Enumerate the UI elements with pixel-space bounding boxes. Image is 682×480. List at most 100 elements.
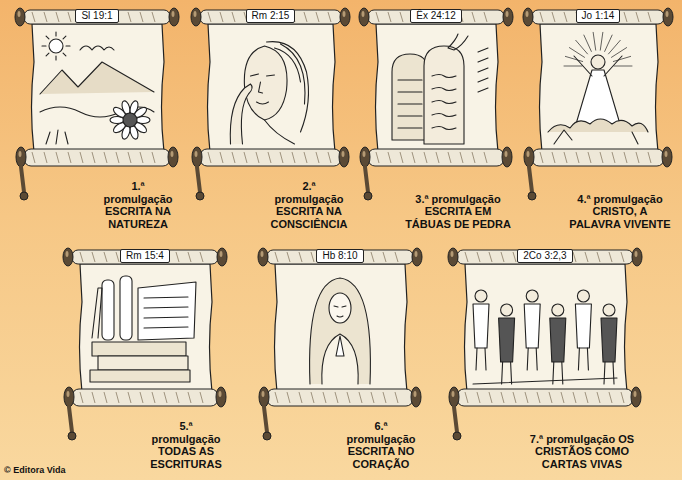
knob-shine [220, 251, 223, 257]
scroll-node: Jo 1:144.ª promulgação CRISTO, A PALAVRA… [520, 2, 676, 232]
sketch-circle [49, 39, 63, 53]
roller-hatch [299, 252, 302, 262]
roller-hatch [44, 152, 47, 163]
top-roller [532, 10, 664, 24]
scroll-node: Hb 8:106.ª promulgação ESCRITA NO CORAÇÃ… [255, 242, 425, 472]
sketch-line [230, 84, 252, 144]
roller-hatch [585, 392, 588, 403]
roller-hatch [624, 12, 627, 22]
sketch-line [584, 35, 591, 51]
sketch-line [42, 45, 46, 46]
roller-hatch [92, 252, 95, 262]
sketch-circle [475, 290, 487, 302]
sketch-circle [552, 304, 564, 316]
knob-shine [194, 11, 197, 17]
sketch-line [398, 79, 422, 80]
roller-knob [662, 147, 672, 167]
sketch-line [476, 348, 486, 370]
roller-knob [216, 387, 226, 407]
roller-hatch [208, 12, 211, 22]
roller-hatch [220, 152, 223, 163]
knob-shine [67, 391, 70, 397]
roller-hatch [448, 152, 451, 163]
bottom-roller [24, 149, 170, 166]
top-roller [267, 250, 413, 264]
bottom-roller [457, 389, 633, 406]
knob-shine [261, 251, 264, 257]
scroll-paper [32, 24, 165, 152]
roller-hatch [489, 392, 492, 403]
roller-knob [15, 8, 25, 26]
roller-hatch [275, 252, 278, 262]
roller-hatch [292, 152, 295, 163]
promulgation-caption: 7.ª promulgação OS CRISTÃOS COMO CARTAS … [521, 433, 643, 471]
scroll-node: Sl 19:11.ª promulgação ESCRITA NA NATURE… [12, 2, 182, 232]
roller-hatch [513, 392, 516, 403]
sketch-line [265, 120, 295, 144]
roller-hatch [128, 12, 131, 22]
roller-hatch [460, 152, 463, 163]
roller-hatch [200, 252, 203, 262]
knob-shine [362, 11, 365, 17]
scroll-illustration [90, 276, 196, 382]
roller-knob [259, 387, 269, 407]
knob-shine [195, 151, 198, 157]
promulgation-caption: 2.ª promulgação ESCRITA NA CONSCIÊNCIA [267, 180, 351, 230]
sketch-line [564, 66, 582, 67]
roller-hatch [648, 152, 651, 163]
roller-hatch [501, 392, 504, 403]
roller-hatch [525, 392, 528, 403]
roller-handle [365, 167, 368, 192]
sketch-line [144, 317, 188, 318]
roller-hatch [287, 392, 290, 403]
sketch-line [244, 46, 287, 120]
scroll-paper [208, 24, 336, 152]
sketch-line [473, 378, 617, 384]
bottom-roller [532, 149, 664, 166]
scroll-paper [80, 264, 213, 392]
knob-shine [343, 11, 346, 17]
sketch-line [432, 127, 456, 130]
roller-hatch [140, 12, 143, 22]
top-roller [457, 250, 633, 264]
roller-hatch [552, 152, 555, 163]
roller-hatch [600, 152, 603, 163]
sketch-circle [501, 304, 513, 316]
top-roller [200, 10, 341, 24]
roller-hatch [304, 12, 307, 22]
knob-shine [452, 391, 455, 397]
roller-hatch [68, 152, 71, 163]
roller-hatch [188, 392, 191, 403]
scroll-paper [376, 24, 499, 152]
roller-knob [631, 387, 641, 407]
roller-knob [448, 248, 458, 266]
roller-hatch [164, 392, 167, 403]
bottom-roller [267, 389, 413, 406]
roller-hatch [424, 152, 427, 163]
sketch-book [98, 356, 188, 370]
roller-hatch [311, 252, 314, 262]
handle-end [453, 432, 461, 440]
roller-hatch [383, 392, 386, 403]
sketch-line [92, 288, 102, 338]
scroll-node: Êx 24:123.ª promulgação ESCRITA EM TÁBUA… [356, 2, 516, 232]
roller-hatch [92, 392, 95, 403]
sketch-line [614, 66, 632, 67]
roller-hatch [371, 252, 374, 262]
sketch-circle [577, 290, 589, 302]
roller-hatch [176, 392, 179, 403]
roller-handle [197, 167, 200, 192]
sketch-line [478, 48, 488, 52]
sketch-line [448, 34, 468, 50]
scroll-paper [540, 24, 659, 152]
roller-knob [16, 147, 26, 167]
sketch-line [55, 56, 56, 60]
promulgation-caption: 6.ª promulgação ESCRITA NO CORAÇÃO [339, 420, 423, 470]
knob-shine [414, 391, 417, 397]
knob-shine [527, 151, 530, 157]
knob-shine [363, 151, 366, 157]
roller-hatch [400, 152, 403, 163]
handle-end [20, 192, 28, 200]
roller-hatch [383, 252, 386, 262]
sketch-line [63, 53, 66, 56]
